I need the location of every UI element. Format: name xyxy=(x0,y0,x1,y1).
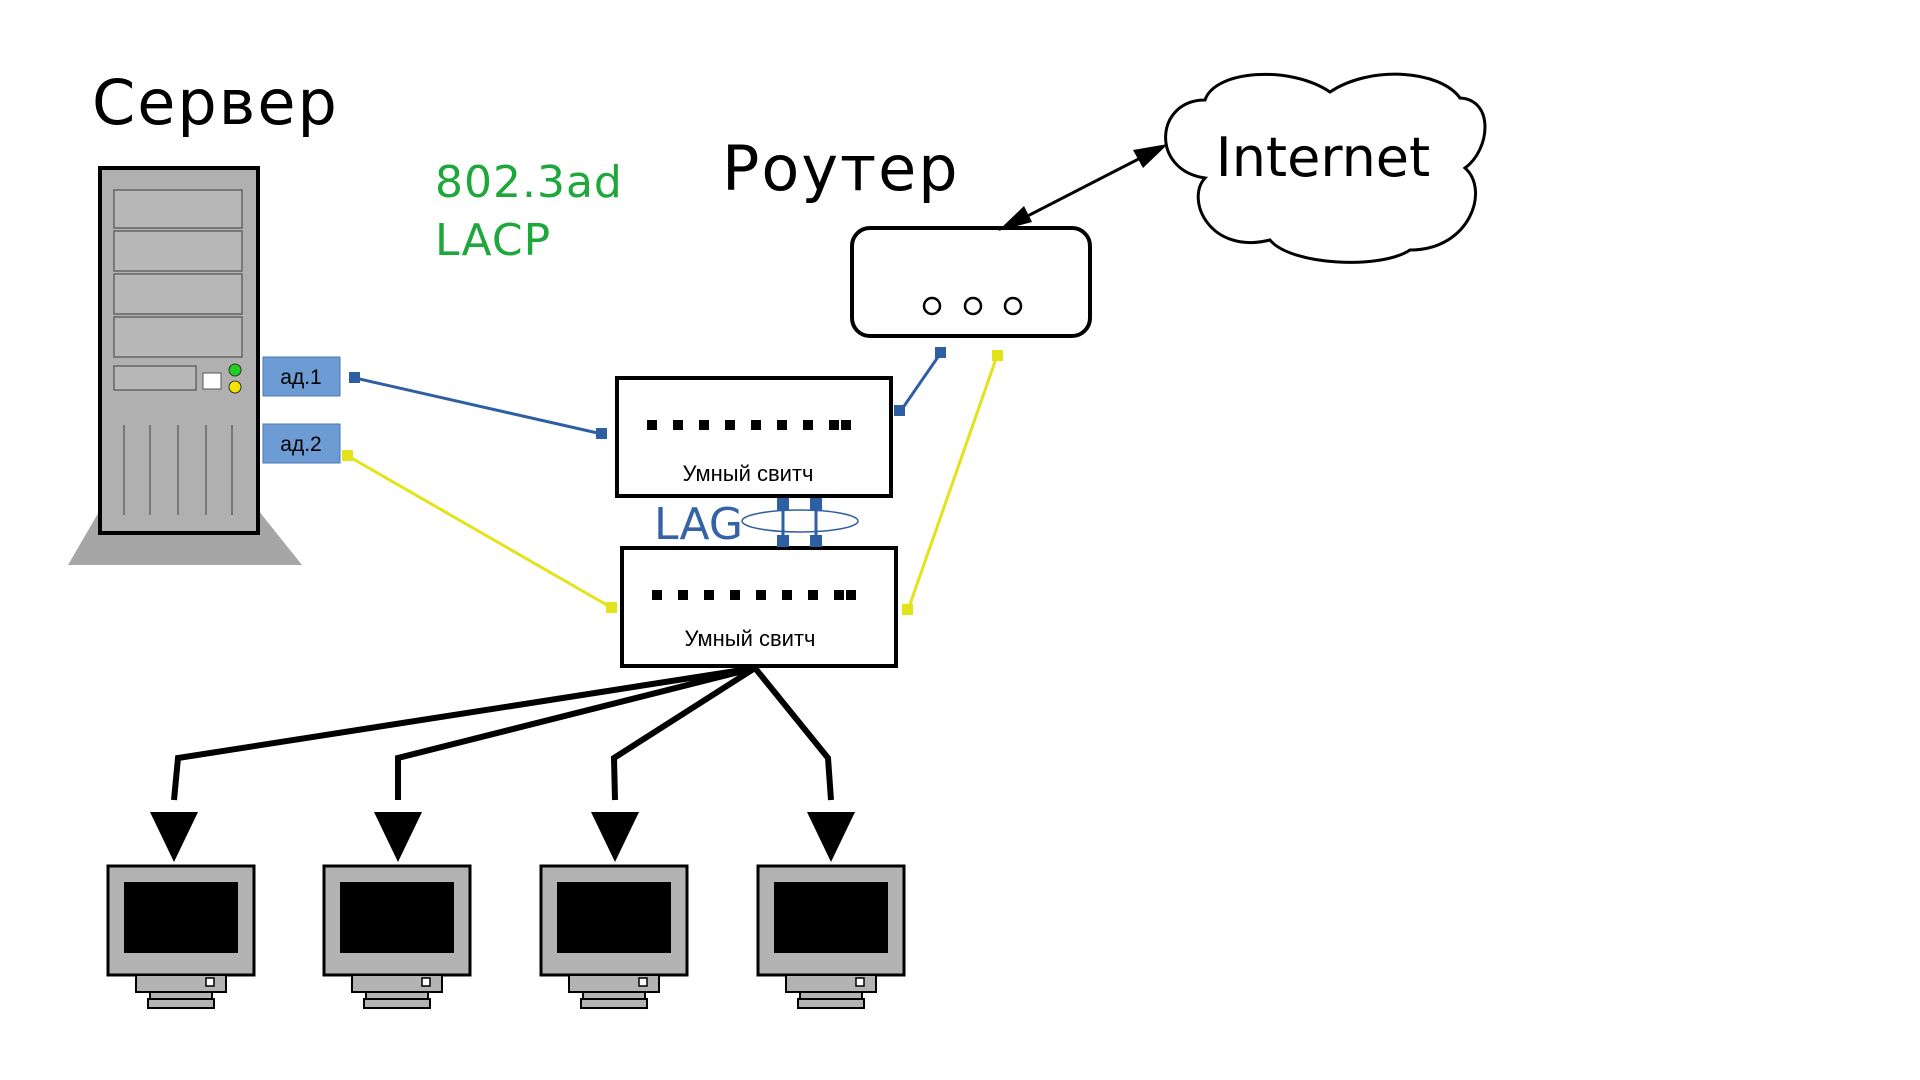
link-switch-top-router xyxy=(894,347,946,416)
server-title: Сервер xyxy=(92,66,339,139)
switch-top-icon xyxy=(615,376,893,498)
monitor-icon-4 xyxy=(756,864,906,1009)
switch-bottom-icon xyxy=(620,546,898,668)
monitor-icon-1 xyxy=(106,864,256,1009)
link-switch-bottom-router xyxy=(902,350,1003,615)
adapter-1-box: ад.1 xyxy=(262,356,341,397)
link-adapter1-switch-top xyxy=(349,372,607,439)
protocol-label-802-3ad: 802.3ad xyxy=(435,157,623,208)
router-title: Роутер xyxy=(722,132,960,205)
monitor-icon-2 xyxy=(322,864,472,1009)
internet-label: Internet xyxy=(1216,126,1430,189)
lag-link xyxy=(741,498,859,547)
server-icon xyxy=(68,166,302,565)
lag-label: LAG xyxy=(654,499,743,550)
adapter-2-box: ад.2 xyxy=(262,423,341,464)
switch-bottom-label: Умный свитч xyxy=(685,626,816,651)
adapter-1-label: ад.1 xyxy=(280,366,321,389)
router-internet-link xyxy=(998,144,1168,231)
client-arrowheads xyxy=(150,812,855,862)
adapter-2-label: ад.2 xyxy=(280,433,321,456)
protocol-label-lacp: LACP xyxy=(435,215,551,266)
router-icon xyxy=(850,226,1092,338)
client-links xyxy=(171,665,834,801)
cloud-icon xyxy=(1164,72,1487,264)
switch-top-label: Умный свитч xyxy=(683,461,814,486)
link-adapter2-switch-bottom xyxy=(342,450,617,613)
monitor-icon-3 xyxy=(539,864,689,1009)
